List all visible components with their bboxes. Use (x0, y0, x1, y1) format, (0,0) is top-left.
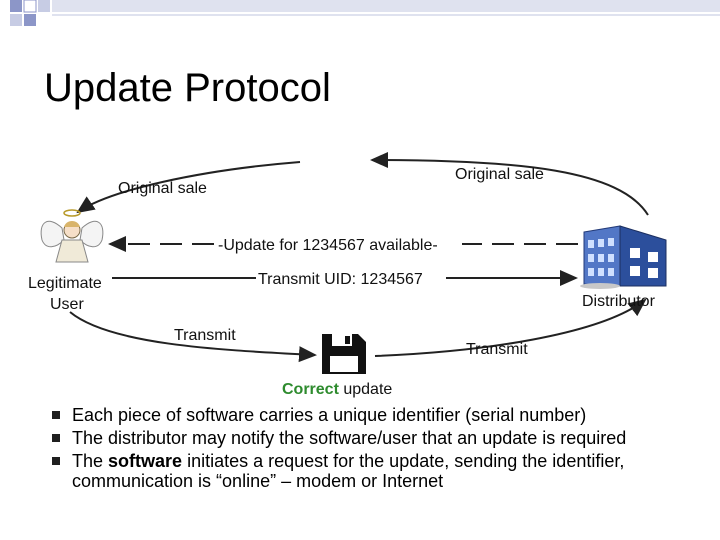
original-sale-arrow-left (76, 161, 301, 214)
legitimate-user-label-line1: Legitimate (28, 275, 102, 292)
bullet-text-1: Each piece of software carries a unique … (72, 405, 587, 425)
update-protocol-diagram: Original sale Original sale -Update for … (28, 152, 667, 398)
bullet-text-3-pre: The (72, 451, 109, 471)
distributor-label: Distributor (582, 293, 656, 310)
corner-decoration (0, 0, 720, 26)
transmit-arrow-right (374, 298, 647, 357)
label-original-sale-left: Original sale (118, 180, 207, 197)
original-sale-arrow-right (370, 152, 649, 216)
legitimate-user-label-line2: User (50, 296, 84, 313)
bullet-list: Each piece of software carries a unique … (52, 405, 692, 494)
label-transmit-left: Transmit (174, 327, 236, 344)
transmit-arrow-left (69, 311, 317, 363)
floppy-disk-icon (322, 334, 366, 374)
label-update-available: -Update for 1234567 available- (218, 237, 438, 254)
label-original-sale-right: Original sale (455, 166, 544, 183)
bullet-text-3-bold: software (108, 451, 183, 471)
bullet-text-3-post: initiates a request for the update, send… (72, 451, 625, 491)
angel-user-icon (40, 209, 104, 263)
distributor-building-icon (580, 225, 667, 289)
slide-title: Update Protocol (44, 66, 331, 110)
bullet-square-icon (52, 411, 60, 419)
update-word: update (339, 381, 392, 398)
correct-word: Correct (282, 381, 340, 398)
bullet-text-2: The distributor may notify the software/… (72, 428, 627, 448)
bullet-item-2: The distributor may notify the software/… (52, 428, 692, 448)
label-transmit-right: Transmit (466, 341, 528, 358)
bullet-square-icon (52, 457, 60, 465)
correct-update-label: Correct update (282, 381, 392, 398)
label-transmit-uid: Transmit UID: 1234567 (258, 271, 423, 288)
bullet-square-icon (52, 434, 60, 442)
bullet-item-3: The software initiates a request for the… (52, 451, 692, 491)
bullet-item-1: Each piece of software carries a unique … (52, 405, 692, 425)
